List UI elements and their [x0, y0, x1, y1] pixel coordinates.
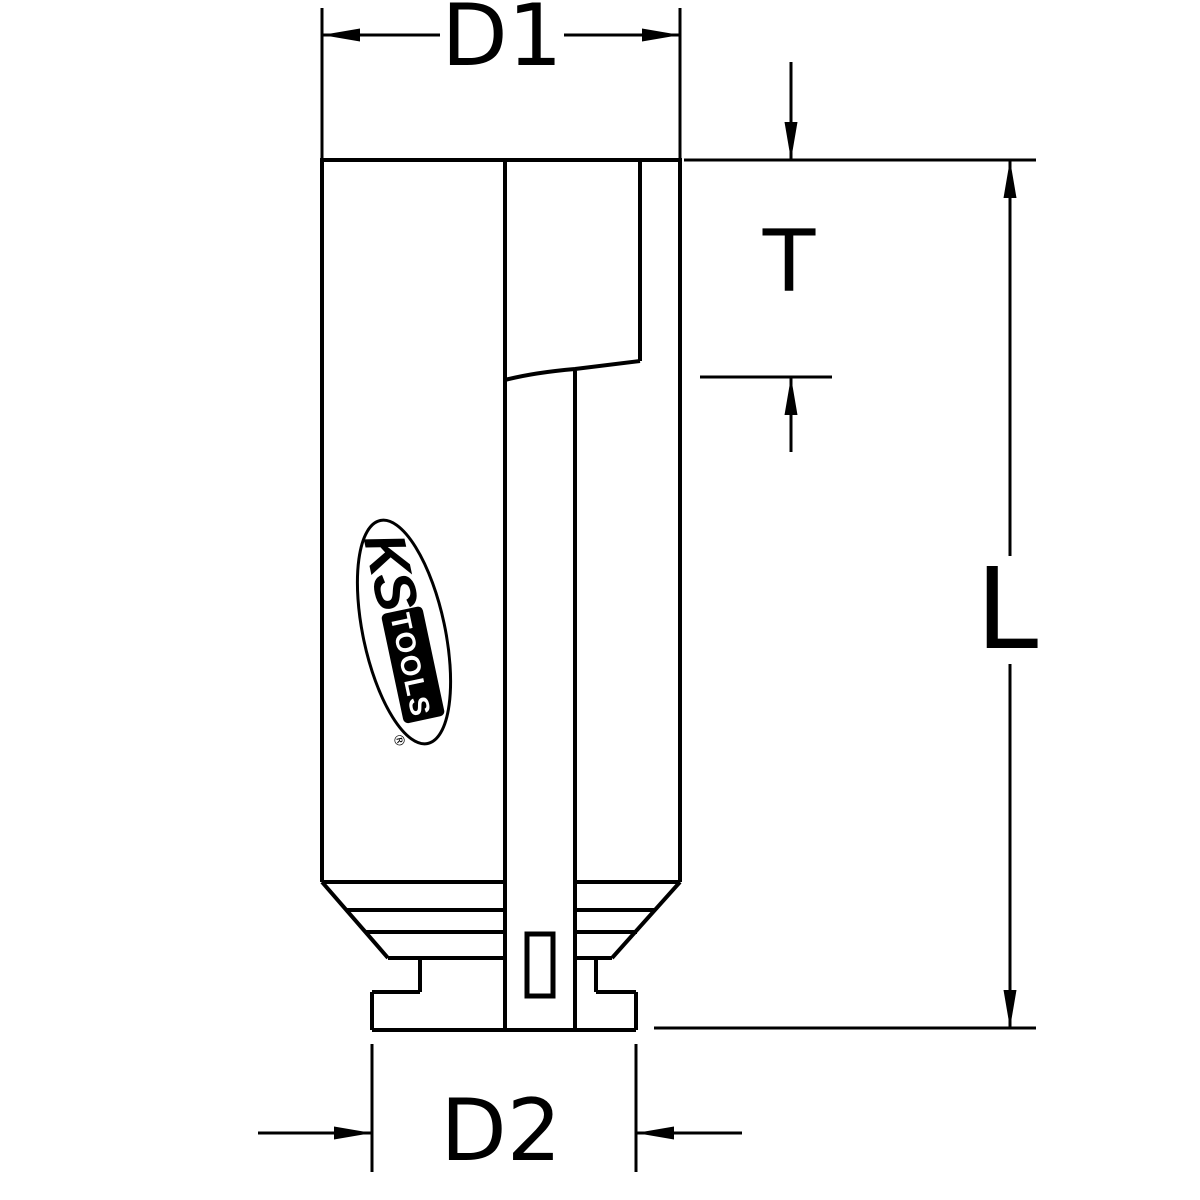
- dimension-l: L: [654, 160, 1038, 1030]
- retaining-pin-hole: [524, 931, 556, 999]
- socket-bottom-edges: [322, 880, 680, 1032]
- l-label: L: [976, 545, 1038, 675]
- socket-bottom-steps: [370, 958, 638, 1030]
- dimension-t: T: [684, 62, 1036, 452]
- logo-ks-text: KS: [351, 528, 431, 618]
- d2-extension-lines: [370, 1044, 638, 1172]
- dimension-d1: D1: [320, 0, 682, 158]
- d2-label: D2: [441, 1081, 562, 1181]
- logo-tools-box: [381, 606, 445, 724]
- ks-tools-logo: KS TOOLS ®: [351, 518, 453, 749]
- logo-registered-mark: ®: [389, 732, 408, 749]
- socket-outer-profile: [320, 158, 682, 960]
- socket-bore-lines: [503, 160, 642, 1030]
- socket-body-outline: [320, 158, 682, 1032]
- t-label: T: [762, 212, 816, 312]
- dimension-d2: D2: [258, 1044, 742, 1181]
- socket-neck-rings: [346, 908, 656, 934]
- d1-label: D1: [442, 0, 563, 86]
